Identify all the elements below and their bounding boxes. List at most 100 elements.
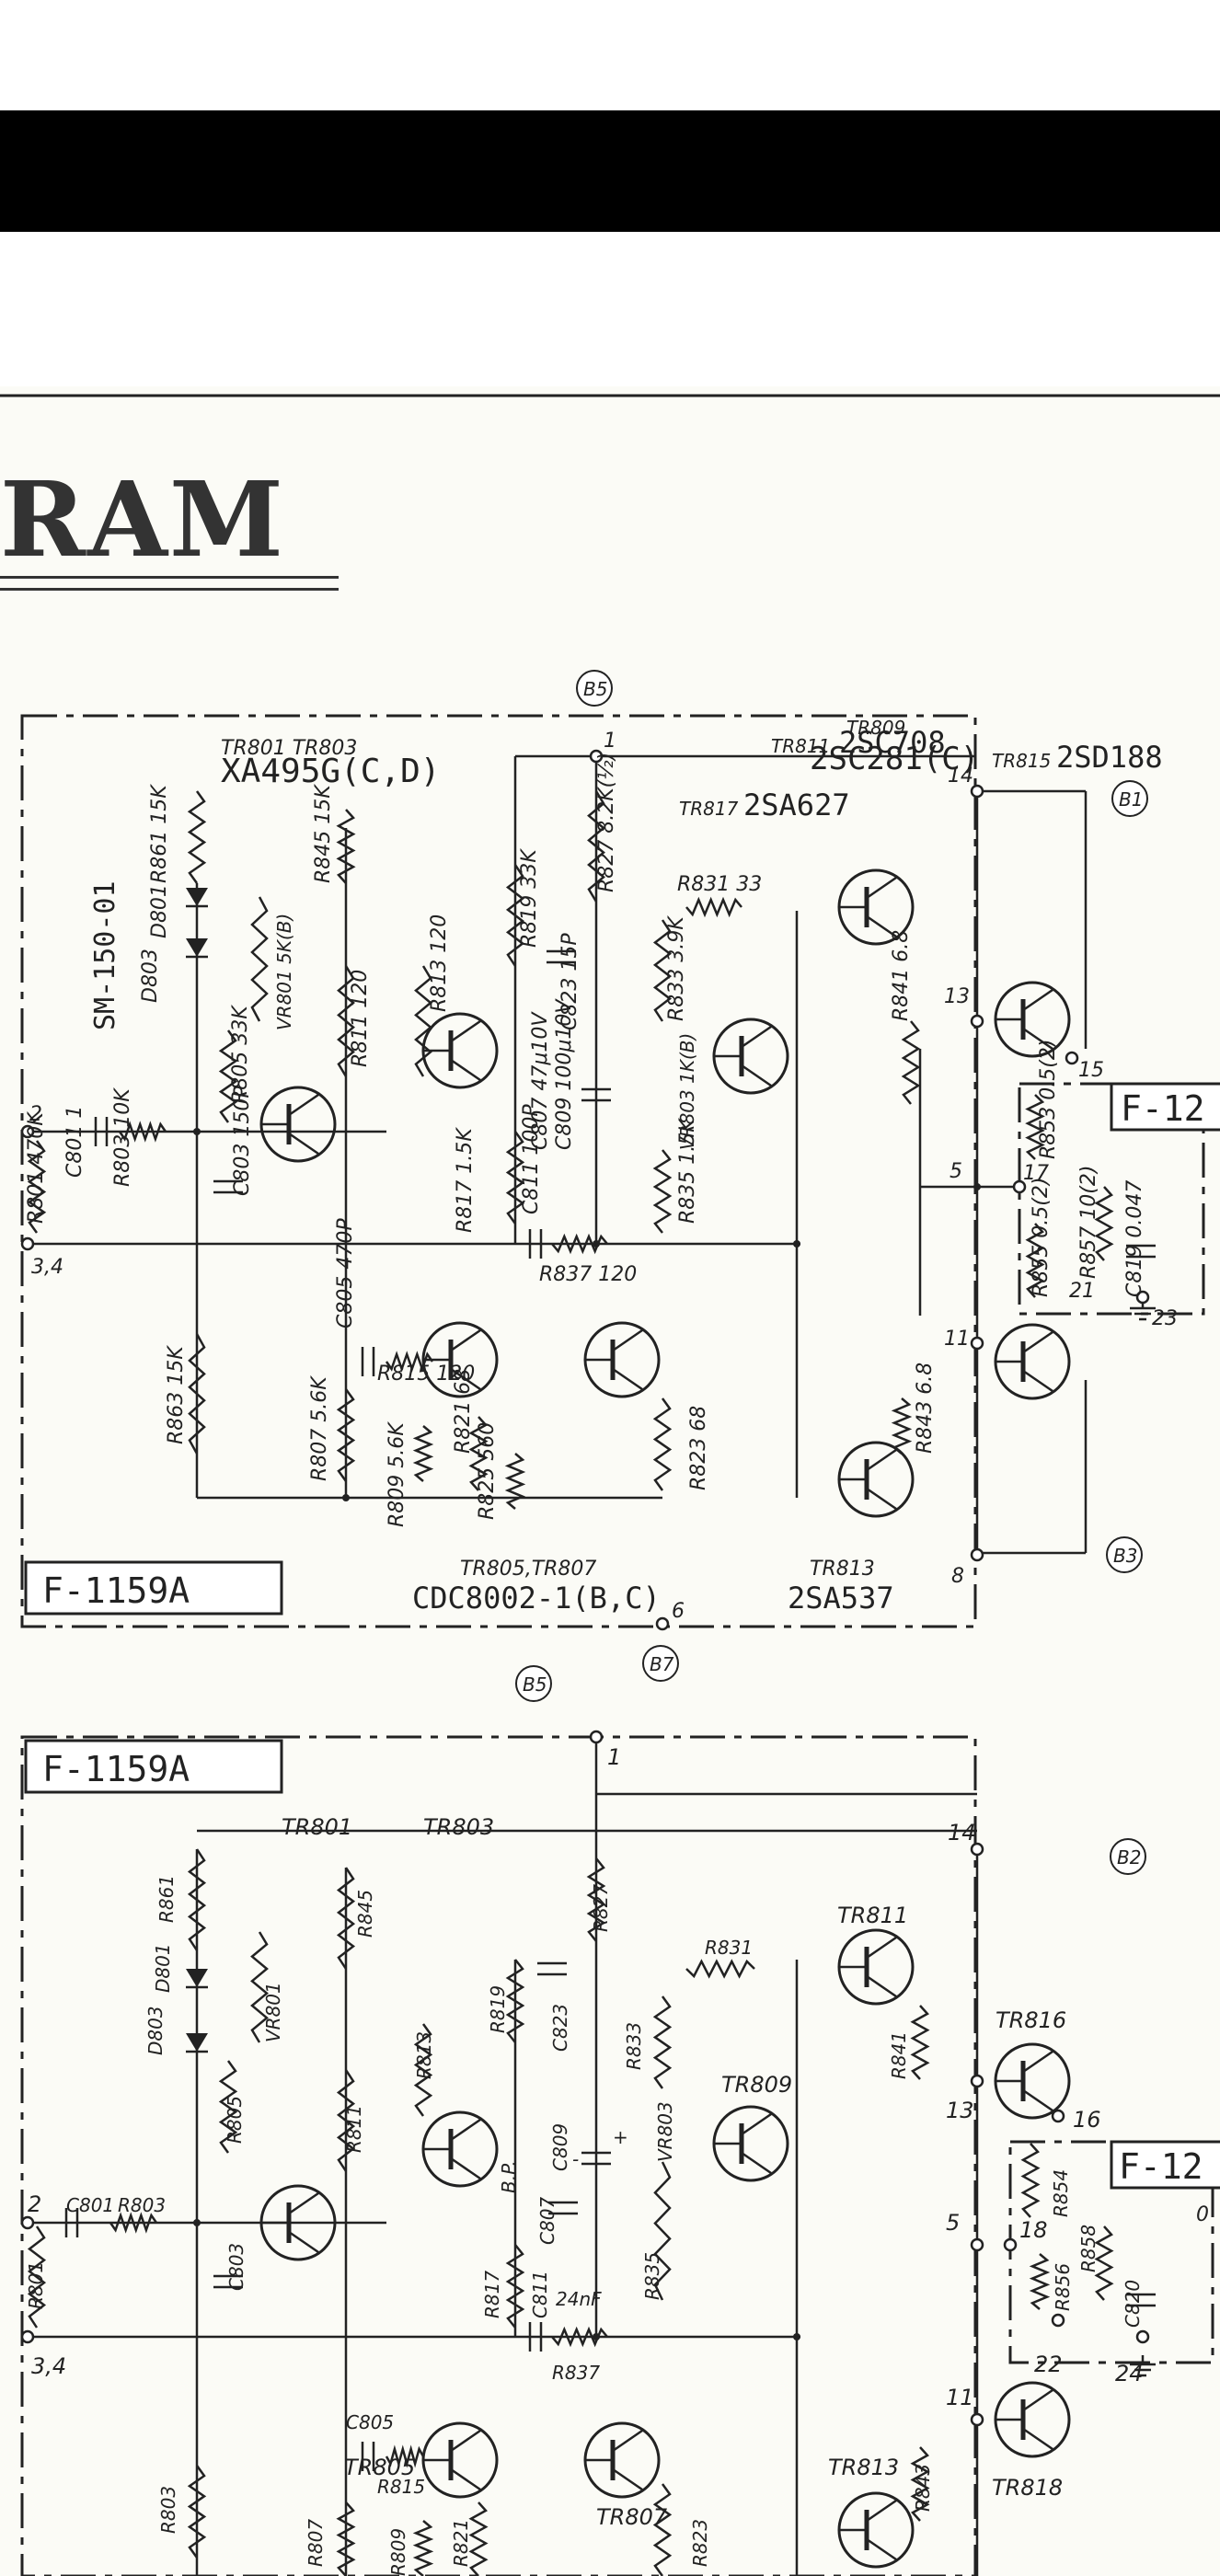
- resistor-r801: [27, 1140, 47, 1234]
- transistor-tr807: [612, 1367, 643, 1391]
- lower-terminal-label: 24: [1115, 2361, 1144, 2386]
- resistor-r813: [413, 2023, 433, 2117]
- terminal-14: [970, 784, 984, 799]
- lower-ref-label-r809: R809: [387, 2528, 409, 2576]
- upper-board-name: F-1159A: [42, 1570, 190, 1611]
- lower-ref-label-r845: R845: [354, 1890, 376, 1938]
- transistor-ref: TR815: [992, 750, 1051, 772]
- upper-terminal-label: 11: [944, 1328, 970, 1351]
- resistor-r856: [1029, 2253, 1051, 2310]
- lower-terminal-5: [970, 2237, 984, 2252]
- component-label-r807: R807 5.6K: [308, 1375, 331, 1481]
- resistor-r819: [505, 1959, 525, 2043]
- component-label-c801: C801 1: [63, 1106, 86, 1178]
- transistor-type: 2SA537: [788, 1581, 894, 1616]
- lower-bus-tag-b2-text: B2: [1117, 1846, 1141, 1869]
- component-label-r827: R827 8.2K(½): [595, 753, 618, 892]
- lower-terminal-14: [970, 1842, 984, 1857]
- junction-dot: [593, 2333, 600, 2340]
- resistor-r861: [187, 790, 207, 884]
- lower-ref-label-tr807: TR807: [596, 2504, 668, 2530]
- upper-board-name-box: [24, 1560, 283, 1616]
- junction-dot: [793, 2333, 800, 2340]
- resistor-r843: [910, 2446, 930, 2522]
- transistor-tr805: [450, 1328, 481, 1352]
- component-label-r835: R835 1.5K: [676, 1118, 699, 1224]
- lower-note: +: [613, 2126, 628, 2148]
- lower-terminal-label: 11: [946, 2385, 974, 2410]
- lower-ref-label-r813: R813: [413, 2031, 435, 2079]
- component-label-r861: R861 15K: [148, 784, 171, 883]
- transistor-ref: TR805,TR807: [460, 1558, 596, 1581]
- upper-terminal-label: 17: [1023, 1162, 1049, 1185]
- lower-ref-label-d803: D803: [144, 2006, 167, 2055]
- resistor-r831: [685, 896, 742, 918]
- transistor-tr801: [288, 1093, 319, 1117]
- component-label-d803: D803: [139, 949, 162, 1003]
- component-label-vr801: VR801 5K(B): [273, 914, 295, 1030]
- transistor-tr811: [866, 876, 897, 900]
- transistor-tr816: [1022, 2050, 1053, 2074]
- component-label-r855: R855 0.5(2): [1030, 1178, 1053, 1297]
- transistor-tr811: [866, 1936, 897, 1960]
- terminal-2: [20, 1124, 35, 1139]
- terminal-13: [970, 1014, 984, 1029]
- lower-terminal-label: 22: [1034, 2352, 1063, 2377]
- transistor-type: CDC8002-1(B,C): [412, 1581, 661, 1616]
- upper-terminal-label: 3,4: [31, 1256, 63, 1279]
- lower-terminal-label: 3,4: [31, 2353, 66, 2379]
- resistor-r855: [1025, 1223, 1045, 1298]
- lower-terminal-16: [1051, 2109, 1065, 2123]
- lower-terminal-label: 14: [948, 1820, 976, 1846]
- transistor-tr805: [450, 1367, 481, 1391]
- component-label-r817: R817 1.5K: [454, 1127, 477, 1233]
- terminal-6: [655, 1616, 670, 1631]
- transistor-tr809: [741, 1064, 772, 1087]
- component-label-r809: R809 5.6K: [386, 1421, 409, 1527]
- resistor-r823: [652, 1397, 673, 1491]
- component-label-c805: C805 470P: [334, 1218, 357, 1328]
- resistor-r827: [587, 790, 605, 903]
- component-label-r803: R803 10K: [111, 1087, 134, 1187]
- lower-ref-label-r843: R843: [912, 2464, 934, 2512]
- resistor-r809: [412, 2520, 434, 2576]
- resistor-r863: [188, 1333, 206, 1455]
- transistor-tr805: [450, 2429, 481, 2453]
- upper-bus-tag-b7-text: B7: [650, 1653, 674, 1675]
- lower-ref-label-r833: R833: [623, 2022, 645, 2070]
- upper-bus-tag-b1-text: B1: [1119, 788, 1143, 811]
- transistor-tr811: [866, 914, 897, 938]
- transistor-tr803: [450, 2118, 481, 2142]
- component-label-r805: R805 33K: [229, 1005, 252, 1104]
- resistor-r845: [336, 809, 356, 884]
- lower-terminal-11: [970, 2412, 984, 2427]
- transistor-tr803: [450, 1058, 481, 1082]
- lower-terminal-1: [589, 1730, 604, 1744]
- transistor-type: 2SD188: [1056, 740, 1163, 775]
- upper-bus-tag-b1: [1111, 780, 1148, 817]
- lower-board-name-box: [24, 1739, 283, 1794]
- lower-terminal-18: [1003, 2237, 1018, 2252]
- component-label-r857: R857 10(2): [1077, 1166, 1100, 1279]
- terminal-8: [970, 1547, 984, 1562]
- lower-ref-label-r823: R823: [689, 2519, 711, 2567]
- diode-d803: [186, 938, 208, 957]
- transistor-ref: TR811: [771, 735, 830, 757]
- upper-terminal-label: 2: [29, 1103, 42, 1126]
- lower-ref-label-tr816: TR816: [996, 2007, 1066, 2033]
- lower-terminal-24: [1135, 2329, 1150, 2344]
- lower-ref-label-r837: R837: [552, 2362, 600, 2384]
- component-label-r833: R833 3.9K: [665, 915, 688, 1021]
- component-label-r853: R853 0.5(2): [1037, 1040, 1060, 1159]
- terminal-17: [1012, 1179, 1027, 1194]
- lower-ref-label-r858: R858: [1077, 2225, 1099, 2272]
- component-label-r843: R843 6.8: [914, 1363, 937, 1454]
- resistor-r817: [505, 2244, 525, 2329]
- upper-terminal-label: 1: [604, 730, 616, 753]
- resistor-r841: [901, 1020, 921, 1105]
- transistor-tr816: [1022, 2088, 1053, 2112]
- lower-board-outline: [20, 1735, 977, 2576]
- resistor-r821: [468, 2501, 489, 2576]
- terminal-3-4: [20, 1236, 35, 1251]
- lower-terminal-13: [970, 2074, 984, 2088]
